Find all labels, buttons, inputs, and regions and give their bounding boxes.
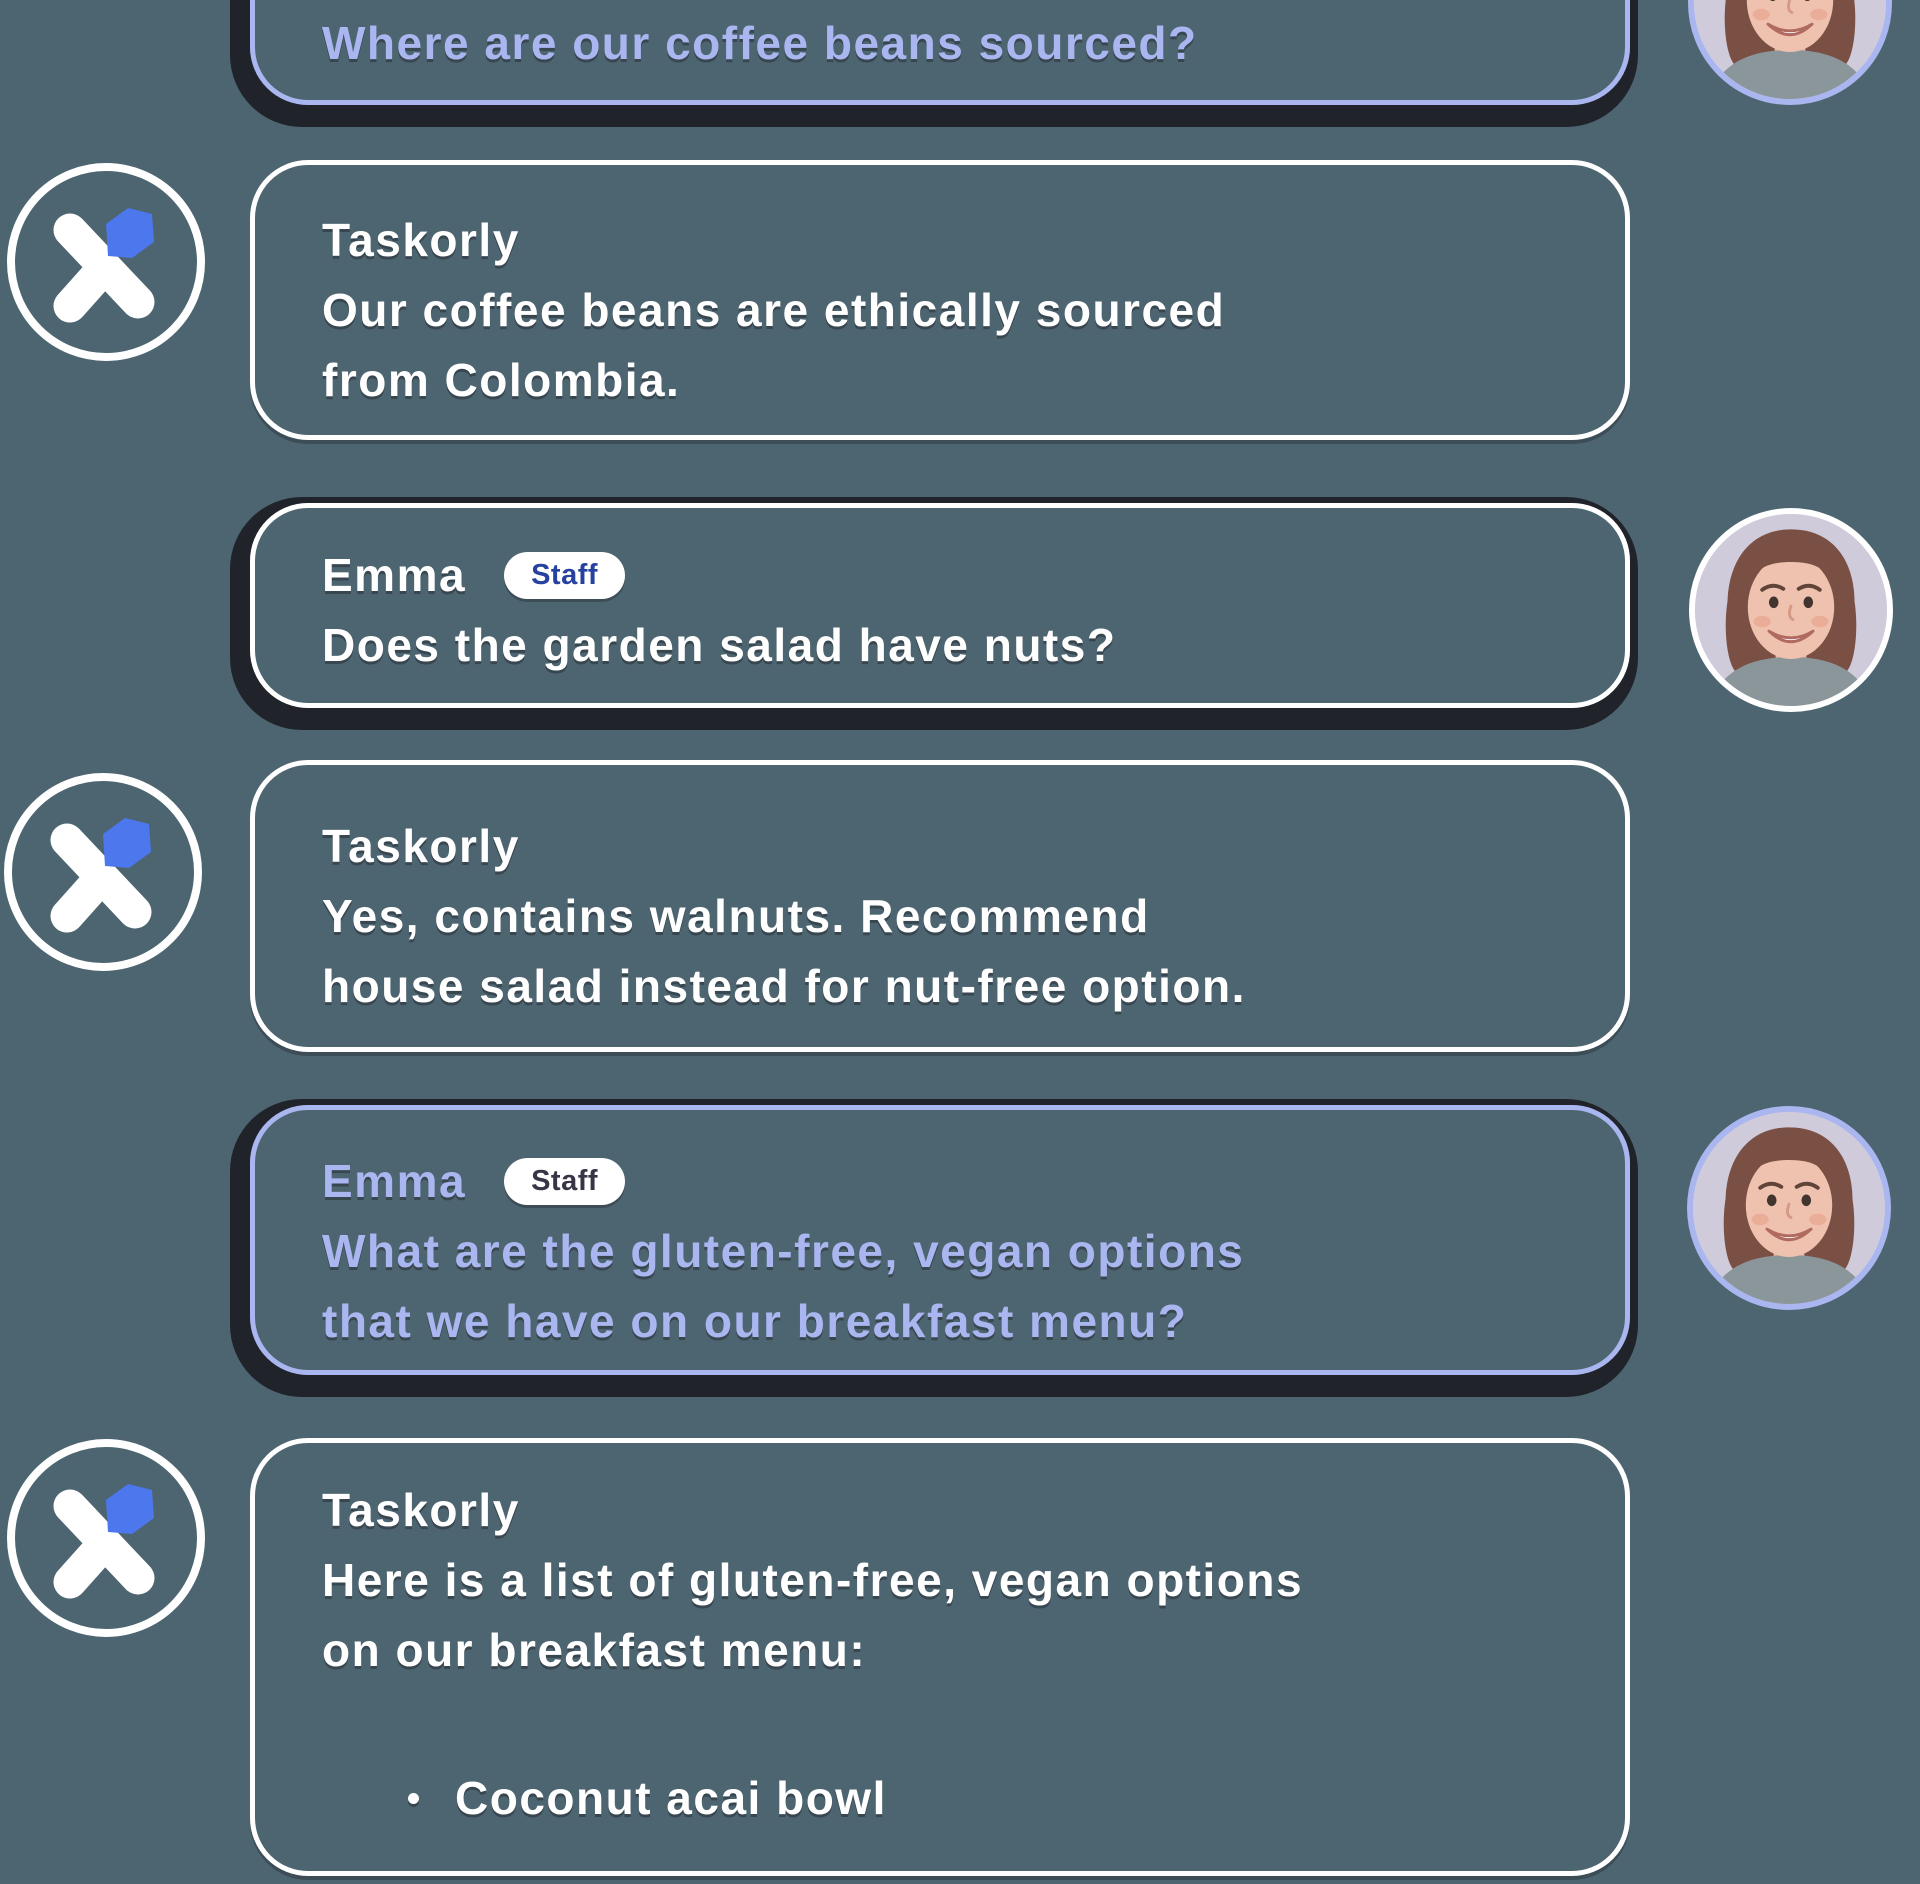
- message-bubble-bot-answer-3: Taskorly Here is a list of gluten-free, …: [250, 1438, 1630, 1876]
- bot-name: Taskorly: [322, 1484, 520, 1536]
- message-text: Here is a list of gluten-free, vegan opt…: [322, 1554, 1304, 1606]
- message-text: that we have on our breakfast menu?: [322, 1295, 1188, 1347]
- user-name: Emma: [322, 1155, 467, 1207]
- message-text: Yes, contains walnuts. Recommend: [322, 890, 1150, 942]
- message-text: Where are our coffee beans sourced?: [322, 17, 1198, 69]
- staff-badge: Staff: [504, 1157, 626, 1205]
- bullet-icon: [408, 1792, 419, 1804]
- emma-photo-avatar: [1689, 508, 1893, 712]
- user-name: Emma: [322, 549, 467, 601]
- taskorly-logo-avatar: [4, 1436, 208, 1640]
- emma-photo-avatar: [1688, 0, 1892, 105]
- message-text: Our coffee beans are ethically sourced: [322, 284, 1226, 336]
- message-text: house salad instead for nut-free option.: [322, 960, 1246, 1012]
- taskorly-logo-avatar: [1, 770, 205, 974]
- message-bubble-user-question-2: Emma Staff Does the garden salad have nu…: [250, 503, 1630, 708]
- list-item-text: Coconut acai bowl: [455, 1772, 887, 1824]
- message-text: on our breakfast menu:: [322, 1624, 867, 1676]
- message-bubble-user-question-1: Where are our coffee beans sourced?: [250, 0, 1630, 105]
- message-text: What are the gluten-free, vegan options: [322, 1225, 1245, 1277]
- list-item: Coconut acai bowl: [322, 1763, 1585, 1833]
- emma-photo-avatar: [1687, 1106, 1891, 1310]
- message-bubble-bot-answer-2: Taskorly Yes, contains walnuts. Recommen…: [250, 760, 1630, 1052]
- staff-badge: Staff: [504, 551, 626, 599]
- message-bubble-user-question-3: Emma Staff What are the gluten-free, veg…: [250, 1105, 1630, 1375]
- message-bubble-bot-answer-1: Taskorly Our coffee beans are ethically …: [250, 160, 1630, 440]
- message-text: Does the garden salad have nuts?: [322, 619, 1117, 671]
- taskorly-logo-avatar: [4, 160, 208, 364]
- message-text: from Colombia.: [322, 354, 681, 406]
- bot-name: Taskorly: [322, 820, 520, 872]
- bot-name: Taskorly: [322, 214, 520, 266]
